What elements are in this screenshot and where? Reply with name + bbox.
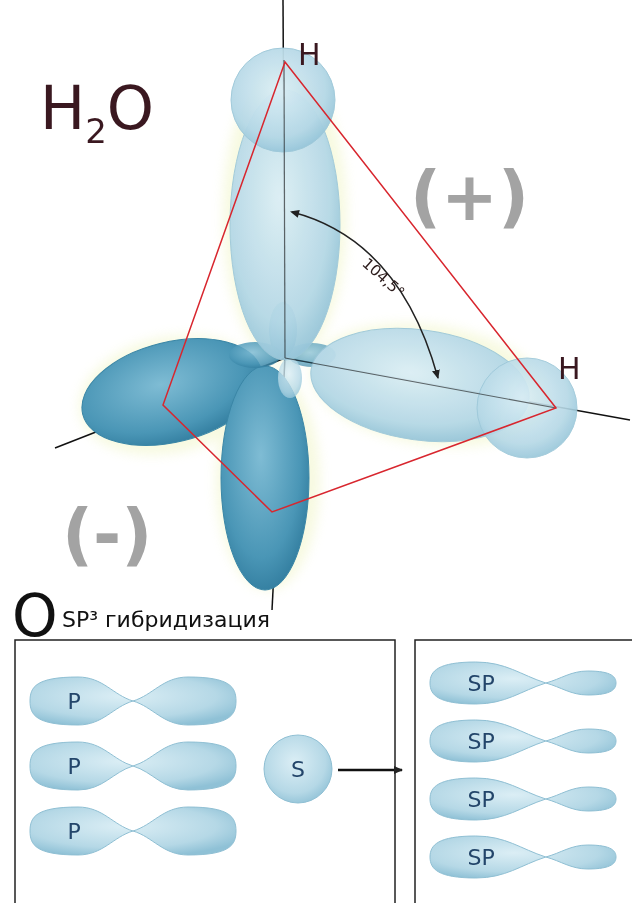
orbital-label: SP [468,787,495,812]
atom-label: H [298,38,321,71]
sp-orbital: SP [428,834,618,880]
sp-orbital-shape [428,834,618,880]
orbital-label: SP [468,671,495,696]
hybridization-caption: SP³ гибридизация [62,608,270,632]
sp-orbital-shape [428,776,618,822]
sp-orbital-shape [428,660,618,706]
sp-orbital: SP [428,776,618,822]
sp-orbital: SP [428,718,618,764]
sp-orbital: SP [428,660,618,706]
sp-orbital-shape [428,718,618,764]
orbital-label: S [291,757,305,782]
p-orbital-shape [28,805,238,857]
orbital-label: SP [468,845,495,870]
p-orbital: P [28,675,238,727]
angle-value: 104,5° [359,255,408,301]
p-orbital-shape [28,740,238,792]
charge-sign: (-) [62,498,152,573]
orbital-label: P [68,819,81,844]
orbital-label: P [68,689,81,714]
charge-sign: (+) [410,160,529,235]
s-orbital: S [262,733,334,805]
formula-title: H2O [40,78,154,148]
p-orbital-shape [28,675,238,727]
orbital-label: SP [468,729,495,754]
orbital-label: P [68,754,81,779]
p-orbital: P [28,805,238,857]
atom-label: H [558,352,581,385]
element-symbol: O [12,585,58,649]
p-orbital: P [28,740,238,792]
